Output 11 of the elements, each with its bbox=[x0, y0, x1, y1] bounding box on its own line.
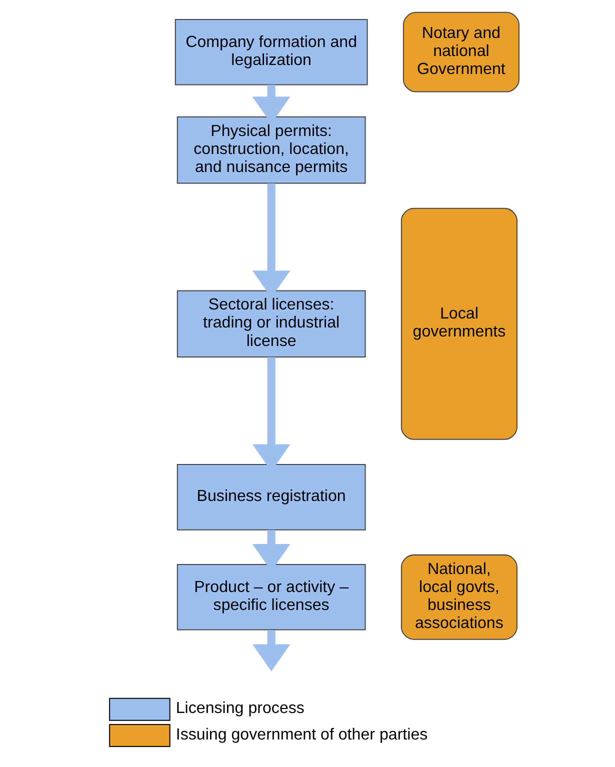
node-box: Sectoral licenses: trading or industrial license bbox=[176, 290, 366, 358]
node-box: Local governments bbox=[400, 208, 517, 440]
node-box: Physical permits: construction, location, and nuisance permits bbox=[176, 116, 366, 184]
legend-label: Issuing government of other parties bbox=[175, 725, 428, 744]
node-box: Company formation and legalization bbox=[174, 18, 368, 86]
node-box: National, local govts, business associations bbox=[400, 554, 517, 640]
legend-label: Licensing process bbox=[175, 699, 304, 718]
node-box: Business registration bbox=[176, 464, 366, 530]
node-box: Product – or activity – specific licenses bbox=[176, 564, 366, 630]
arrow bbox=[252, 630, 290, 672]
node-box: Notary and national Government bbox=[402, 12, 519, 92]
